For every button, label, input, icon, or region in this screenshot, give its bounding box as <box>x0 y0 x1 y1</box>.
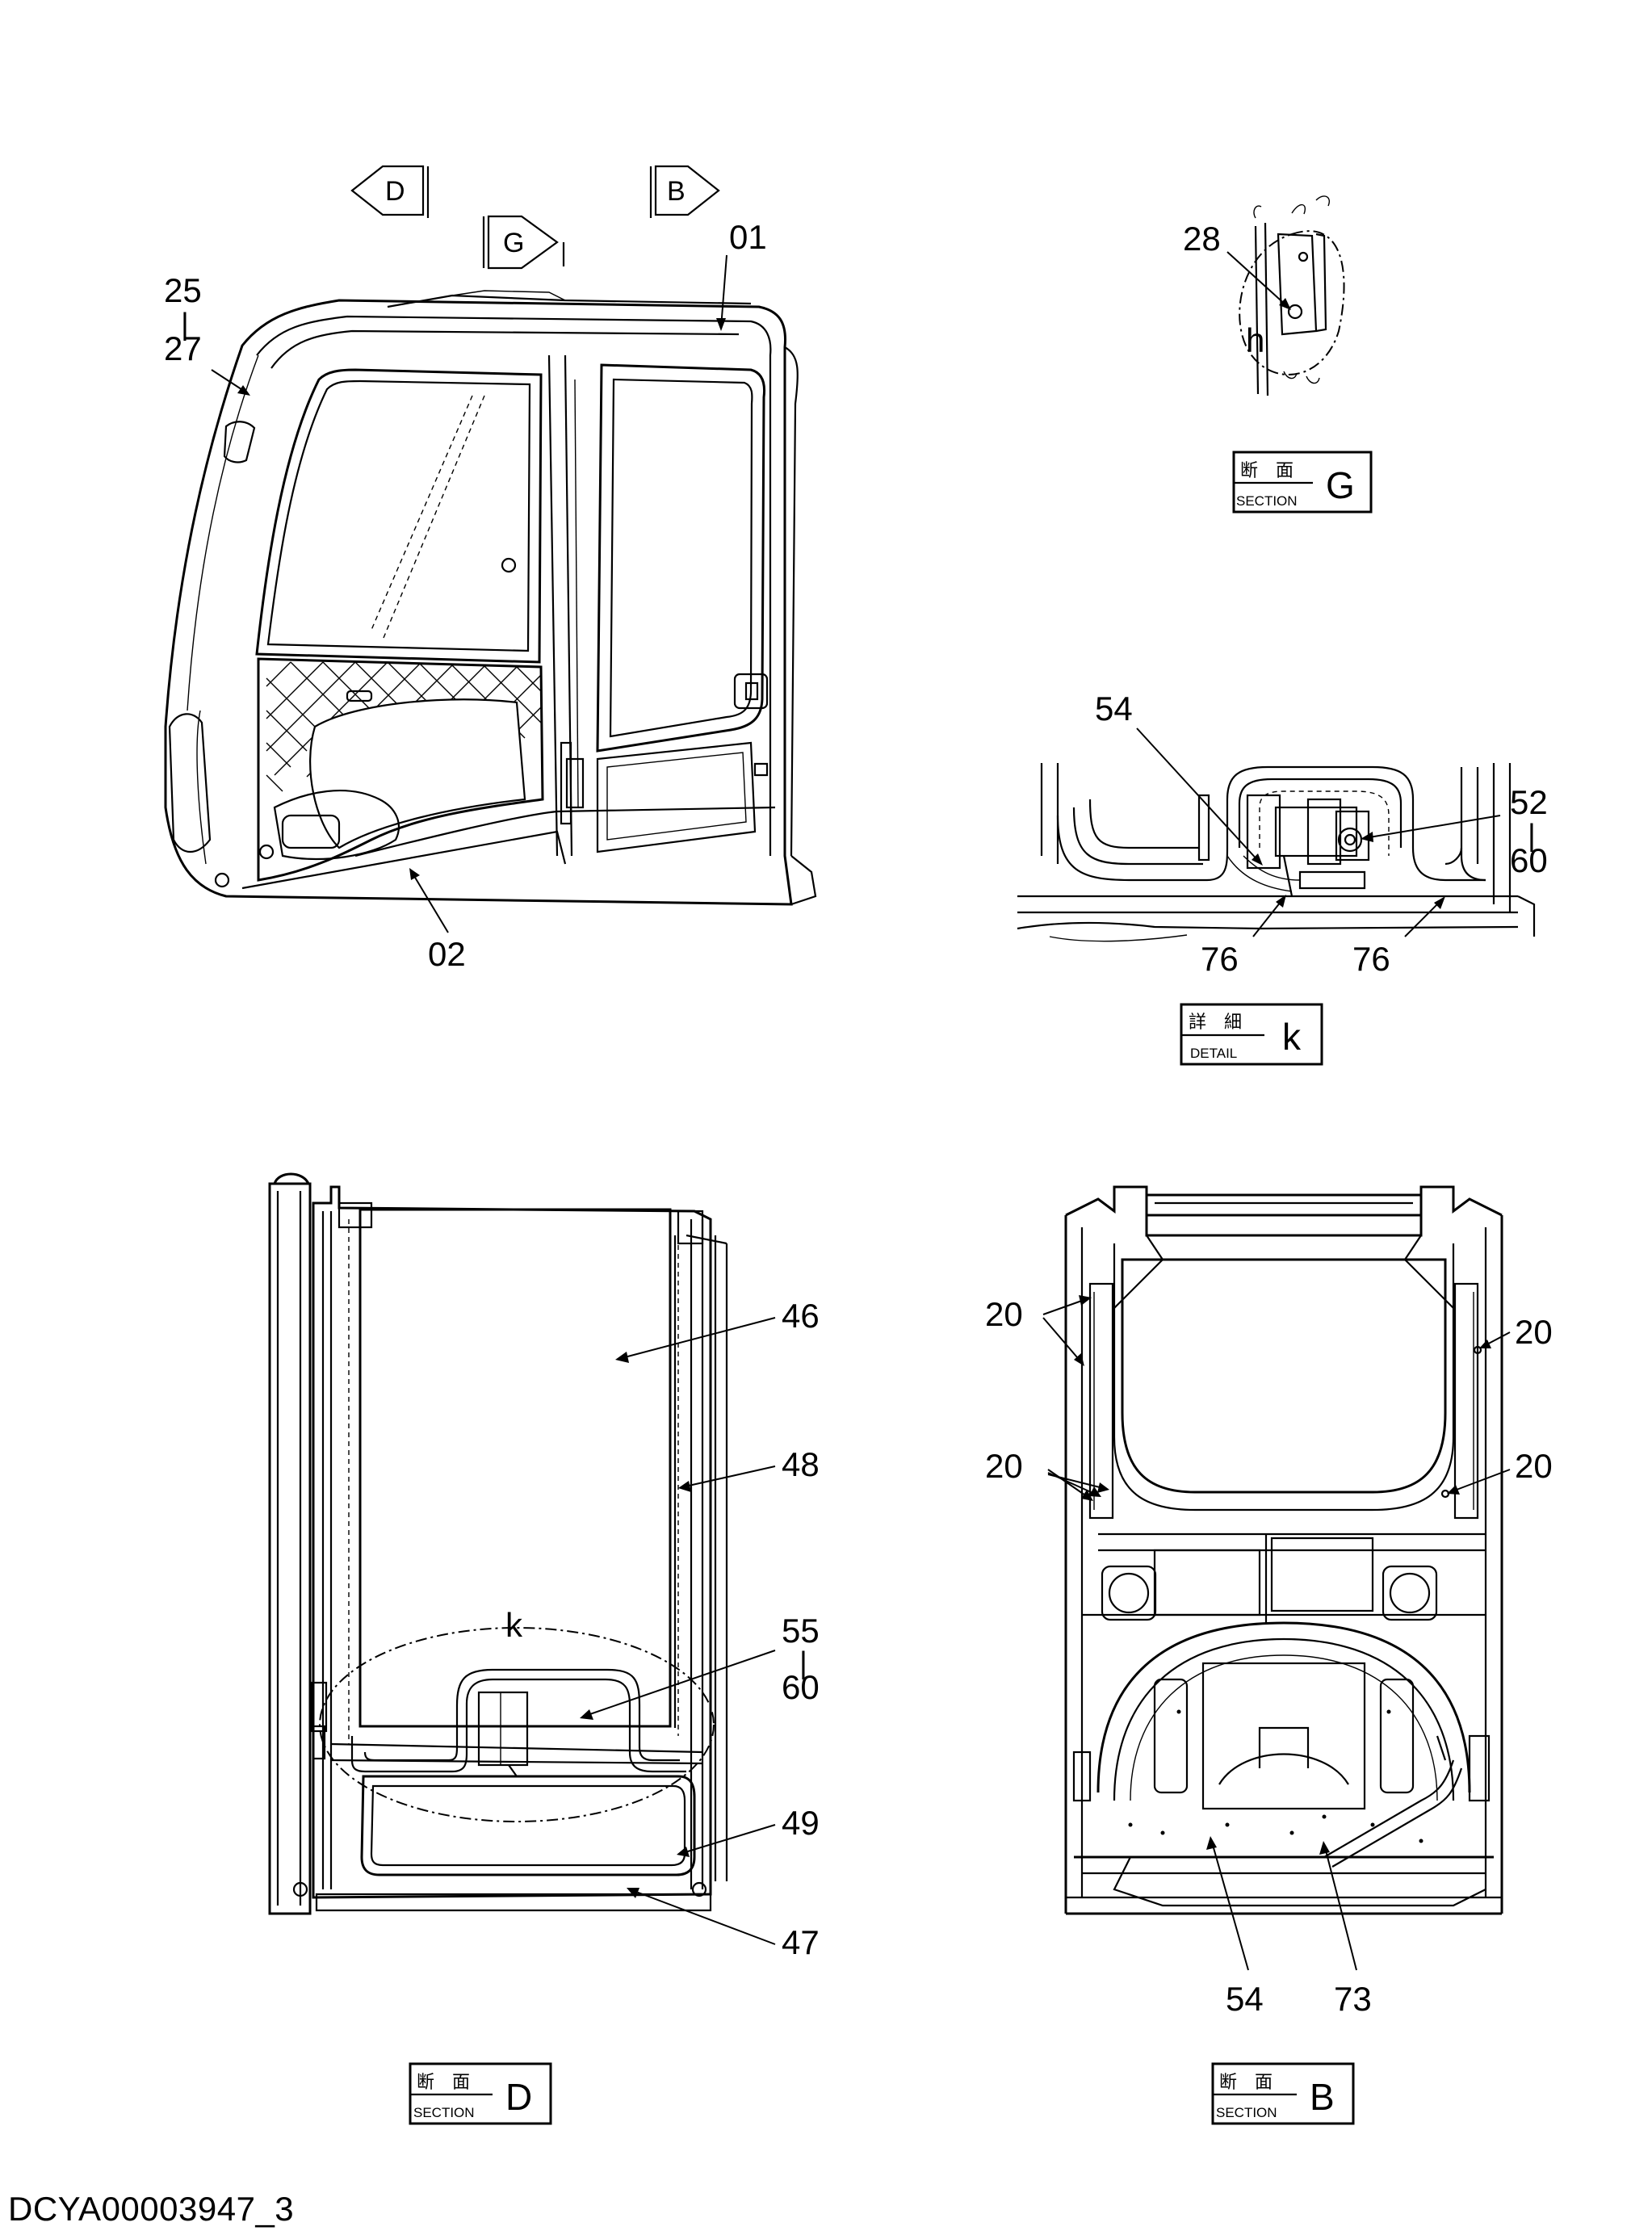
section-tag-d-letter: D <box>505 2076 532 2118</box>
section-tag-b-letter: B <box>1310 2076 1335 2118</box>
callout-55: 55 <box>782 1612 820 1650</box>
callout-27: 27 <box>164 329 202 367</box>
section-tag-b-jp: 断 面 <box>1219 2073 1273 2093</box>
view-arrow-b: B <box>649 165 720 218</box>
callout-k: k <box>505 1606 523 1644</box>
callout-range-sep: | <box>181 308 189 342</box>
view-arrow-right-icon <box>487 215 559 270</box>
view-arrow-d: D <box>350 165 430 218</box>
view-arrow-left-icon <box>350 165 425 216</box>
section-b-drawing <box>1064 1185 1503 1915</box>
callout-76-left: 76 <box>1201 940 1239 978</box>
callout-range-sep-detail: | <box>1528 819 1536 853</box>
section-tag-g-jp: 断 面 <box>1240 461 1294 481</box>
section-d-drawing <box>268 1172 728 1915</box>
callout-range-sep-d: | <box>799 1646 807 1680</box>
callout-76-right: 76 <box>1352 940 1390 978</box>
section-tag-d: 断 面 SECTION D <box>409 2062 552 2125</box>
section-g-drawing <box>1239 195 1345 396</box>
callout-20-upper-right: 20 <box>1515 1313 1553 1351</box>
callout-48: 48 <box>782 1445 820 1483</box>
section-tag-b-en: SECTION <box>1216 2105 1277 2120</box>
detail-k-drawing <box>1017 763 1536 942</box>
cab-drawing <box>164 290 817 906</box>
view-arrow-g: G <box>482 215 565 270</box>
section-tag-g: 断 面 SECTION G <box>1232 451 1373 514</box>
callout-20-upper-left: 20 <box>985 1295 1023 1333</box>
view-letter-b: B <box>667 176 686 207</box>
callout-20-lower-left: 20 <box>985 1447 1023 1485</box>
document-id: DCYA00003947_3 <box>8 2190 295 2228</box>
callout-h: h <box>1246 321 1264 359</box>
detail-tag-k-jp: 詳 細 <box>1189 1013 1242 1033</box>
section-tag-b: 断 面 SECTION B <box>1211 2062 1355 2125</box>
detail-tag-k-letter: k <box>1282 1016 1302 1058</box>
callout-28: 28 <box>1183 220 1221 258</box>
detail-tag-k-en: DETAIL <box>1190 1046 1237 1061</box>
detail-tag-k: 詳 細 DETAIL k <box>1180 1003 1323 1066</box>
section-tag-d-en: SECTION <box>413 2105 475 2120</box>
callout-02: 02 <box>428 935 466 973</box>
callout-54-b: 54 <box>1226 1980 1264 2018</box>
view-letter-d: D <box>385 176 405 207</box>
callout-49: 49 <box>782 1804 820 1842</box>
callout-52: 52 <box>1510 783 1548 821</box>
callout-60-detail: 60 <box>1510 841 1548 879</box>
callout-54-detail: 54 <box>1095 690 1133 727</box>
callout-01: 01 <box>729 218 767 256</box>
callout-47: 47 <box>782 1923 820 1961</box>
section-tag-g-en: SECTION <box>1236 493 1298 509</box>
section-tag-g-letter: G <box>1326 464 1355 506</box>
callout-20-lower-right: 20 <box>1515 1447 1553 1485</box>
view-letter-g: G <box>503 228 524 258</box>
callout-46: 46 <box>782 1297 820 1335</box>
view-arrow-right-icon <box>654 165 720 216</box>
section-tag-d-jp: 断 面 <box>417 2073 470 2093</box>
callout-25: 25 <box>164 271 202 309</box>
callout-60-d: 60 <box>782 1668 820 1706</box>
callout-73: 73 <box>1334 1980 1372 2018</box>
